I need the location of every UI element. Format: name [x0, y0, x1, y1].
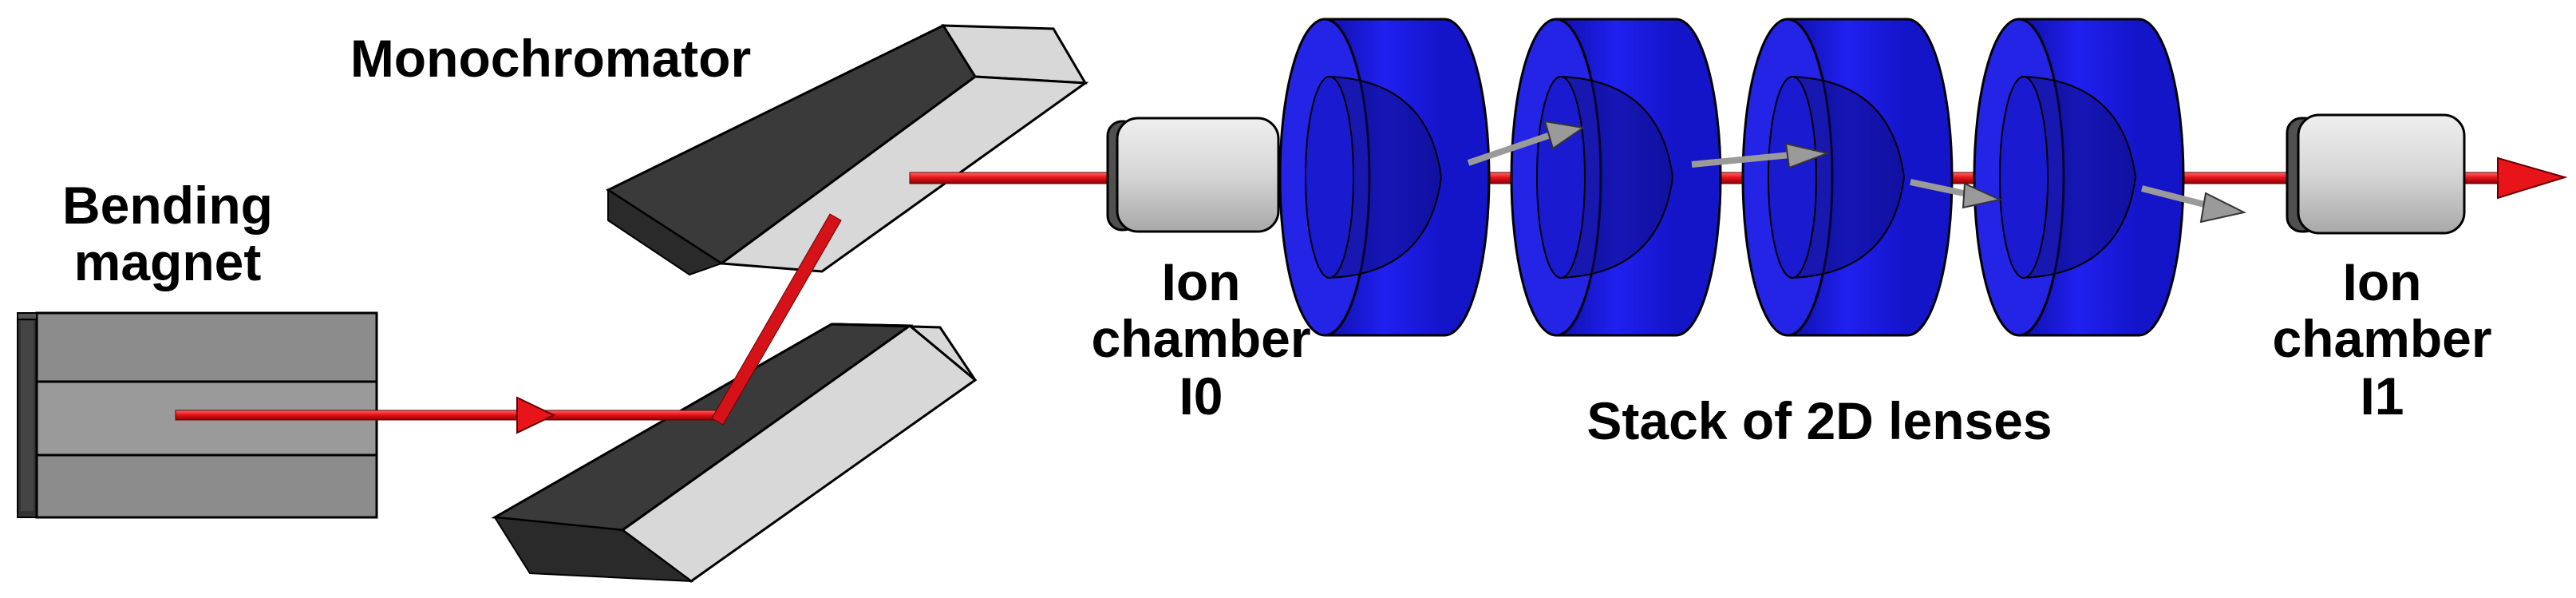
bending-magnet-label-line-2: magnet	[73, 232, 262, 292]
ion-chamber-icon	[2286, 113, 2466, 235]
ion-chamber-i0-label: Ion chamber I0	[1069, 252, 1333, 426]
monochromator-crystal-icon	[491, 323, 978, 583]
compound-lens-icon	[1510, 18, 1722, 337]
compound-lens-icon	[1278, 18, 1491, 337]
scattered-rays	[1467, 120, 2246, 224]
ion-chamber-i1-label-line-3: I1	[2360, 366, 2404, 426]
ion-chamber-i1-label: Ion chamber I1	[2250, 252, 2514, 426]
ion-chamber-i0-label-line-2: chamber	[1091, 309, 1311, 369]
ion-chamber-i0-label-line-3: I0	[1179, 366, 1223, 426]
ion-chamber-i0-label-line-1: Ion	[1161, 252, 1241, 311]
ion-chamber-i1-label-line-1: Ion	[2342, 252, 2422, 311]
lens-stack-label-text: Stack of 2D lenses	[1586, 391, 2053, 450]
monochromator-crystal-icon	[605, 24, 1089, 276]
ion-chamber-i1-label-line-2: chamber	[2272, 309, 2492, 369]
compound-lens-icon	[1973, 18, 2185, 337]
lens-stack-label: Stack of 2D lenses	[1492, 391, 2147, 450]
monochromator-label-text: Monochromator	[350, 29, 752, 88]
ion-chamber-icon	[1106, 117, 1280, 233]
compound-lens-icon	[1741, 18, 1954, 337]
lens-stack	[1278, 18, 2185, 337]
bending-magnet-label: Bending magnet	[32, 176, 303, 292]
bending-magnet-label-line-1: Bending	[62, 176, 273, 235]
monochromator-label: Monochromator	[303, 30, 798, 87]
